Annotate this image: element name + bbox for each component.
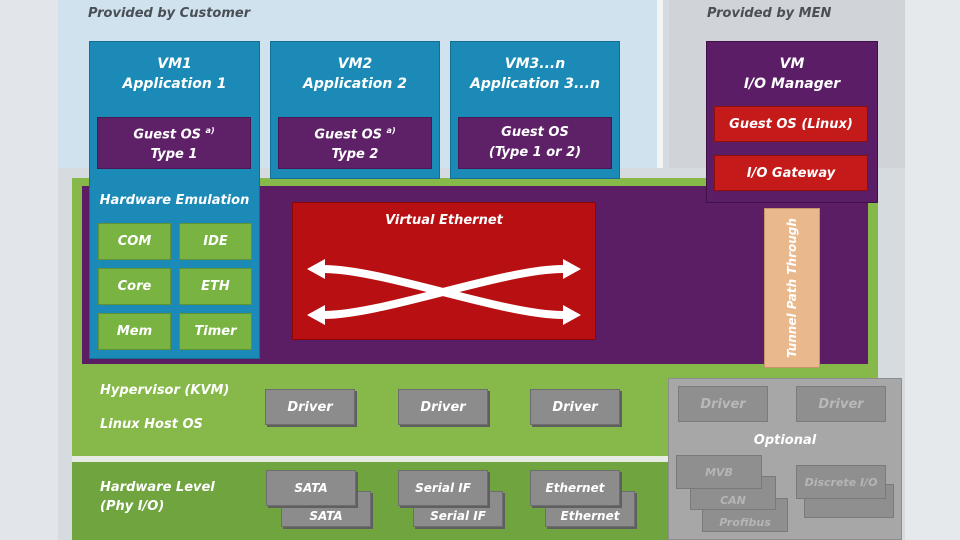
arrow-right-top-icon	[563, 259, 581, 279]
hypervisor-label: Hypervisor (KVM)	[100, 383, 230, 398]
ethernet-cross-path-2	[322, 265, 564, 319]
vm2-guest-sup: a)	[386, 125, 396, 135]
emulation-core: Core	[98, 268, 171, 305]
vm3-guest-line2: (Type 1 or 2)	[488, 145, 582, 160]
host-driver-2: Driver	[398, 389, 488, 425]
arrow-left-top-icon	[307, 259, 325, 279]
vm3-title: VM3...n Application 3...n	[450, 54, 620, 94]
optional-driver-2: Driver	[796, 386, 886, 422]
virtual-ethernet-box: Virtual Ethernet	[292, 202, 596, 340]
optional-chip-discrete-io: Discrete I/O	[796, 465, 886, 499]
emulation-com: COM	[98, 223, 171, 260]
background-right	[905, 0, 960, 540]
customer-zone-label: Provided by Customer	[88, 6, 251, 21]
men-zone-label: Provided by MEN	[707, 6, 832, 21]
linux-host-os-label: Linux Host OS	[100, 417, 203, 432]
ethernet-chip: Ethernet	[530, 470, 620, 506]
virtual-ethernet-label: Virtual Ethernet	[385, 213, 503, 228]
hardware-level-label-line2: (Phy I/O)	[100, 499, 165, 514]
optional-label: Optional	[753, 432, 817, 448]
vm1-guest-os: Guest OS a) Type 1	[97, 117, 251, 169]
vm1-title: VM1 Application 1	[89, 54, 260, 94]
vm1-box	[89, 41, 260, 359]
vm1-title-line1: VM1	[157, 56, 192, 72]
io-gateway-box: I/O Gateway	[714, 155, 868, 191]
serial-if-chip: Serial IF	[398, 470, 488, 506]
vm2-guest-os: Guest OS a) Type 2	[278, 117, 432, 169]
optional-chip-mvb: MVB	[676, 455, 762, 489]
arrow-left-bottom-icon	[307, 305, 325, 325]
vm2-guest-line2: Type 2	[331, 147, 379, 163]
hardware-level-label-line1: Hardware Level	[100, 480, 215, 495]
vm1-guest-line2: Type 1	[150, 147, 198, 163]
arrow-right-bottom-icon	[563, 305, 581, 325]
vm1-guest-line1: Guest OS	[133, 127, 202, 143]
hardware-emulation-title: Hardware Emulation	[99, 192, 250, 208]
guest-os-linux-box: Guest OS (Linux)	[714, 106, 868, 142]
virtual-ethernet-arrows	[307, 259, 581, 325]
host-driver-3: Driver	[530, 389, 620, 425]
vm3-guest-os: Guest OS (Type 1 or 2)	[458, 117, 612, 169]
vm3-title-line2: Application 3...n	[470, 76, 600, 92]
vm2-guest-line1: Guest OS	[314, 127, 383, 143]
hardware-level-label: Hardware Level (Phy I/O)	[100, 478, 215, 516]
tunnel-path-through: Tunnel Path Through	[764, 208, 820, 368]
vm1-title-line2: Application 1	[122, 76, 227, 92]
background-left	[0, 0, 58, 540]
vm1-guest-sup: a)	[205, 125, 215, 135]
vm3-guest-line1: Guest OS	[501, 125, 569, 140]
vm2-title-line1: VM2	[337, 56, 373, 72]
vm3-title-line1: VM3...n	[504, 56, 566, 72]
vm2-title: VM2 Application 2	[270, 54, 440, 94]
io-manager-title: VM I/O Manager	[706, 54, 878, 94]
vm2-title-line2: Application 2	[303, 76, 407, 92]
sata-chip: SATA	[266, 470, 356, 506]
io-manager-title-line1: VM	[779, 56, 805, 72]
io-manager-title-line2: I/O Manager	[743, 76, 841, 92]
host-driver-1: Driver	[265, 389, 355, 425]
optional-driver-1: Driver	[678, 386, 768, 422]
tunnel-label: Tunnel Path Through	[785, 218, 799, 358]
emulation-mem: Mem	[98, 313, 171, 350]
emulation-timer: Timer	[179, 313, 252, 350]
emulation-ide: IDE	[179, 223, 252, 260]
emulation-eth: ETH	[179, 268, 252, 305]
